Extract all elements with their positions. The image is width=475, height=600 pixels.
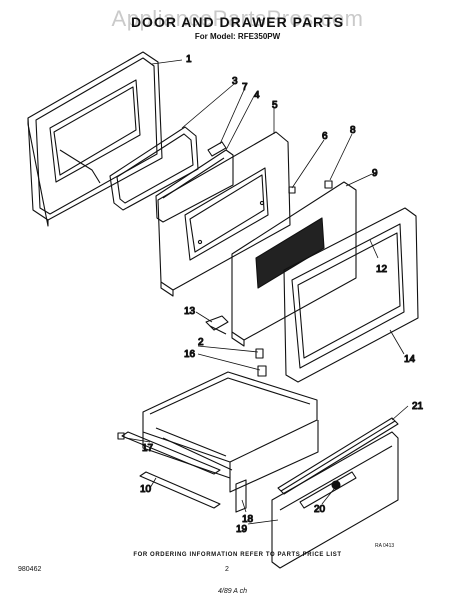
callout-18: 18 — [242, 514, 254, 525]
callout-1: 1 — [186, 54, 192, 65]
callout-10: 10 — [140, 484, 152, 495]
callout-9: 9 — [372, 168, 378, 179]
callout-6: 6 — [322, 131, 328, 142]
part-window-gasket — [109, 126, 199, 211]
part-outer-door-panel — [27, 51, 163, 227]
callout-2: 2 — [198, 337, 204, 348]
ordering-note: FOR ORDERING INFORMATION REFER TO PARTS … — [133, 552, 342, 558]
part-door-frame — [283, 207, 419, 383]
part-latch — [255, 348, 267, 377]
callout-3: 3 — [232, 76, 238, 87]
callout-4: 4 — [254, 90, 260, 101]
part-hinge-bracket — [205, 315, 229, 335]
part-clip — [207, 141, 227, 157]
part-drawer-rail-strip — [277, 417, 399, 495]
callout-13: 13 — [184, 306, 196, 317]
part-drawer-side-bracket — [235, 479, 247, 513]
part-inner-door-panel — [157, 131, 291, 297]
callout-12: 12 — [376, 264, 388, 275]
part-drawer-body — [142, 371, 319, 493]
part-screw-8 — [324, 180, 333, 189]
callout-7: 7 — [242, 82, 248, 93]
callout-21: 21 — [412, 401, 424, 412]
callout-20: 20 — [314, 504, 326, 515]
model-label: For Model: RFE350PW — [194, 32, 281, 41]
callout-19: 19 — [236, 524, 248, 535]
callout-5: 5 — [272, 100, 278, 111]
callout-14: 14 — [404, 354, 416, 365]
page-number: 2 — [225, 566, 229, 573]
callout-16: 16 — [184, 349, 196, 360]
handwritten-note: 4/89 A ch — [218, 588, 248, 595]
callout-17: 17 — [142, 443, 154, 454]
part-drawer-handle — [299, 471, 357, 509]
sheet-part-number: 980462 — [18, 566, 42, 573]
part-vent-panel — [231, 181, 357, 347]
callout-8: 8 — [350, 125, 356, 136]
document-code: RA 0413 — [375, 543, 395, 549]
diagram-title: DOOR AND DRAWER PARTS — [130, 14, 345, 30]
part-screw-6 — [288, 186, 296, 194]
part-drawer-front — [271, 431, 399, 569]
part-drawer-rails — [117, 431, 221, 509]
watermark: AppliancePartsPros.com — [111, 6, 364, 31]
leader-lines — [125, 59, 409, 525]
